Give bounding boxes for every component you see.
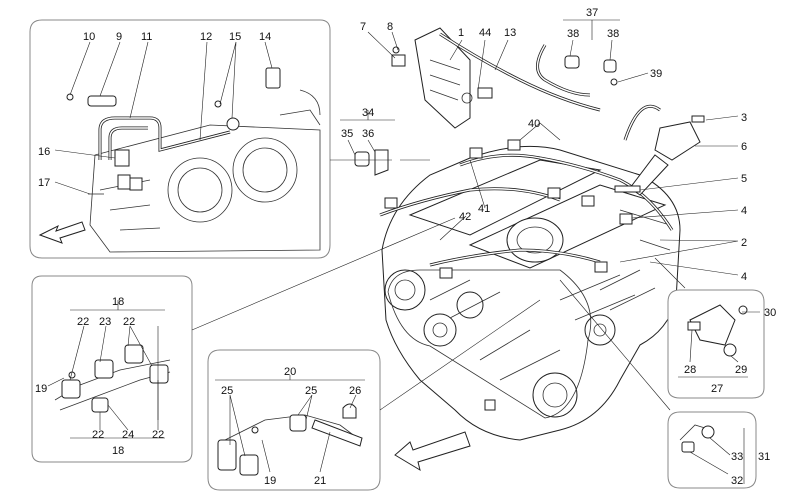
- callout-15: 15: [229, 31, 241, 43]
- callout-38-left: 38: [567, 28, 579, 40]
- callout-44: 44: [479, 27, 491, 39]
- callout-38-right: 38: [607, 28, 619, 40]
- callout-30: 30: [764, 307, 776, 319]
- callout-28: 28: [684, 364, 696, 376]
- detail-panel-block-sensors: [29, 19, 331, 259]
- callout-37: 37: [586, 7, 598, 19]
- callout-6: 6: [741, 141, 747, 153]
- detail-panel-bracket-assembly: [667, 289, 765, 399]
- callout-35: 35: [341, 128, 353, 140]
- callout-8: 8: [387, 21, 393, 33]
- detail-panel-wiring-brackets: [207, 349, 381, 491]
- callout-40: 40: [528, 118, 540, 130]
- callout-36: 36: [362, 128, 374, 140]
- callout-10: 10: [83, 31, 95, 43]
- callout-32: 32: [731, 475, 743, 487]
- callout-18-bottom: 18: [112, 445, 124, 457]
- callout-1: 1: [458, 27, 464, 39]
- callout-22-d: 22: [152, 429, 164, 441]
- callout-29: 29: [735, 364, 747, 376]
- callout-4-upper: 4: [741, 205, 747, 217]
- callout-11: 11: [141, 31, 152, 43]
- callout-16: 16: [38, 146, 50, 158]
- callout-18-top: 18: [112, 296, 124, 308]
- callout-19-left: 19: [35, 383, 47, 395]
- leader-lines: [47, 19, 760, 484]
- callout-26: 26: [349, 385, 361, 397]
- callout-25-left: 25: [221, 385, 233, 397]
- callout-4-lower: 4: [741, 271, 747, 283]
- callout-5: 5: [741, 173, 747, 185]
- callout-14: 14: [259, 31, 271, 43]
- engine-assembly-illustration: [354, 27, 705, 441]
- callout-2: 2: [741, 237, 747, 249]
- callout-3: 3: [741, 112, 747, 124]
- callout-31: 31: [758, 451, 770, 463]
- detail-panel-harness-clips: [31, 275, 193, 463]
- callout-9: 9: [116, 31, 122, 43]
- callout-39: 39: [650, 68, 662, 80]
- callout-34: 34: [362, 107, 374, 119]
- front-direction-arrow: [394, 431, 471, 472]
- callout-7: 7: [360, 21, 366, 33]
- callout-22-c: 22: [92, 429, 104, 441]
- detail-panel-sensor-clip: [667, 411, 757, 489]
- callout-24: 24: [122, 429, 134, 441]
- callout-22-b: 22: [123, 316, 135, 328]
- callout-17: 17: [38, 177, 50, 189]
- callout-27: 27: [711, 383, 723, 395]
- callout-19-bottom: 19: [264, 475, 276, 487]
- callout-22-a: 22: [77, 316, 89, 328]
- callout-23: 23: [99, 316, 111, 328]
- callout-21: 21: [314, 475, 326, 487]
- callout-42: 42: [459, 211, 471, 223]
- callout-20: 20: [284, 366, 296, 378]
- callout-41: 41: [478, 203, 490, 215]
- callout-13: 13: [504, 27, 516, 39]
- callout-labels: 1 2 3 4 4 5 6 7 8 9 10 11 12 13 14 15 16…: [35, 7, 776, 487]
- callout-12: 12: [200, 31, 212, 43]
- callout-25-right: 25: [305, 385, 317, 397]
- callout-33: 33: [731, 451, 743, 463]
